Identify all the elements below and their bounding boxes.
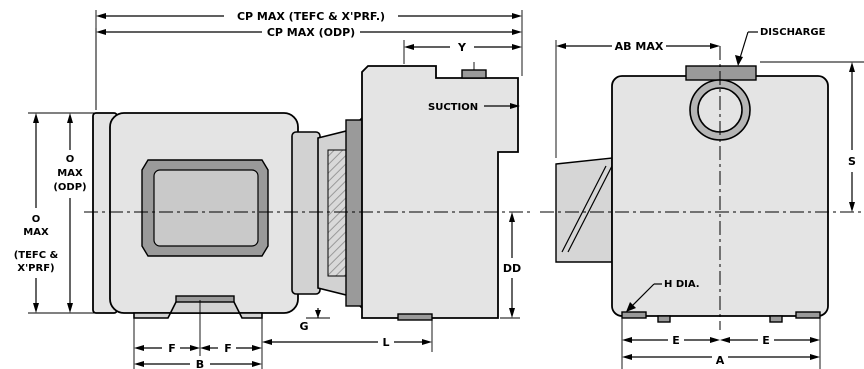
discharge-label: DISCHARGE xyxy=(760,27,826,38)
cp-odp-label: CP MAX (ODP) xyxy=(267,26,355,39)
ab-max-label: AB MAX xyxy=(615,40,664,53)
e1-label: E xyxy=(672,334,680,347)
g-label: G xyxy=(299,320,308,333)
y-label: Y xyxy=(457,41,467,54)
end-view xyxy=(540,46,864,330)
dim-cp-tefc: CP MAX (TEFC & X'PRF.) xyxy=(95,10,523,110)
dim-e-a: E E A xyxy=(621,318,821,369)
discharge-callout: DISCHARGE xyxy=(735,27,826,66)
s-label: S xyxy=(848,155,856,168)
f2-label: F xyxy=(224,342,232,355)
o-odp-label-3: (ODP) xyxy=(53,182,86,193)
o-tefc-label-4: X'PRF) xyxy=(17,263,54,274)
suction-callout: SUCTION xyxy=(428,102,520,113)
dim-o-tefc: O MAX (TEFC & X'PRF) xyxy=(14,112,62,314)
o-odp-label-2: MAX xyxy=(57,168,83,179)
o-tefc-label-3: (TEFC & xyxy=(14,250,59,261)
suction-label: SUCTION xyxy=(428,102,478,113)
e2-label: E xyxy=(762,334,770,347)
h-dia-callout: H DIA. xyxy=(626,279,700,312)
f1-label: F xyxy=(168,342,176,355)
dd-label: DD xyxy=(503,262,521,275)
dim-g: G xyxy=(299,308,330,333)
dim-base: F F B L xyxy=(133,300,433,369)
dim-dd: DD xyxy=(500,212,521,319)
side-view xyxy=(84,62,530,321)
dim-o-odp: O MAX (ODP) xyxy=(53,112,108,314)
pump-casing xyxy=(361,65,519,319)
dim-s: S xyxy=(760,61,864,212)
l-label: L xyxy=(382,336,389,349)
b-label: B xyxy=(196,358,204,369)
dim-ab: AB MAX xyxy=(555,40,720,158)
o-tefc-label-1: O xyxy=(32,214,41,225)
o-tefc-label-2: MAX xyxy=(23,227,49,238)
cp-tefc-label: CP MAX (TEFC & X'PRF.) xyxy=(237,10,385,23)
o-odp-label-1: O xyxy=(66,154,75,165)
motor-flange xyxy=(291,131,321,295)
h-dia-label: H DIA. xyxy=(664,279,700,290)
dim-cp-odp: CP MAX (ODP) xyxy=(95,26,522,110)
a-label: A xyxy=(716,354,725,367)
dim-y: Y xyxy=(403,40,522,64)
